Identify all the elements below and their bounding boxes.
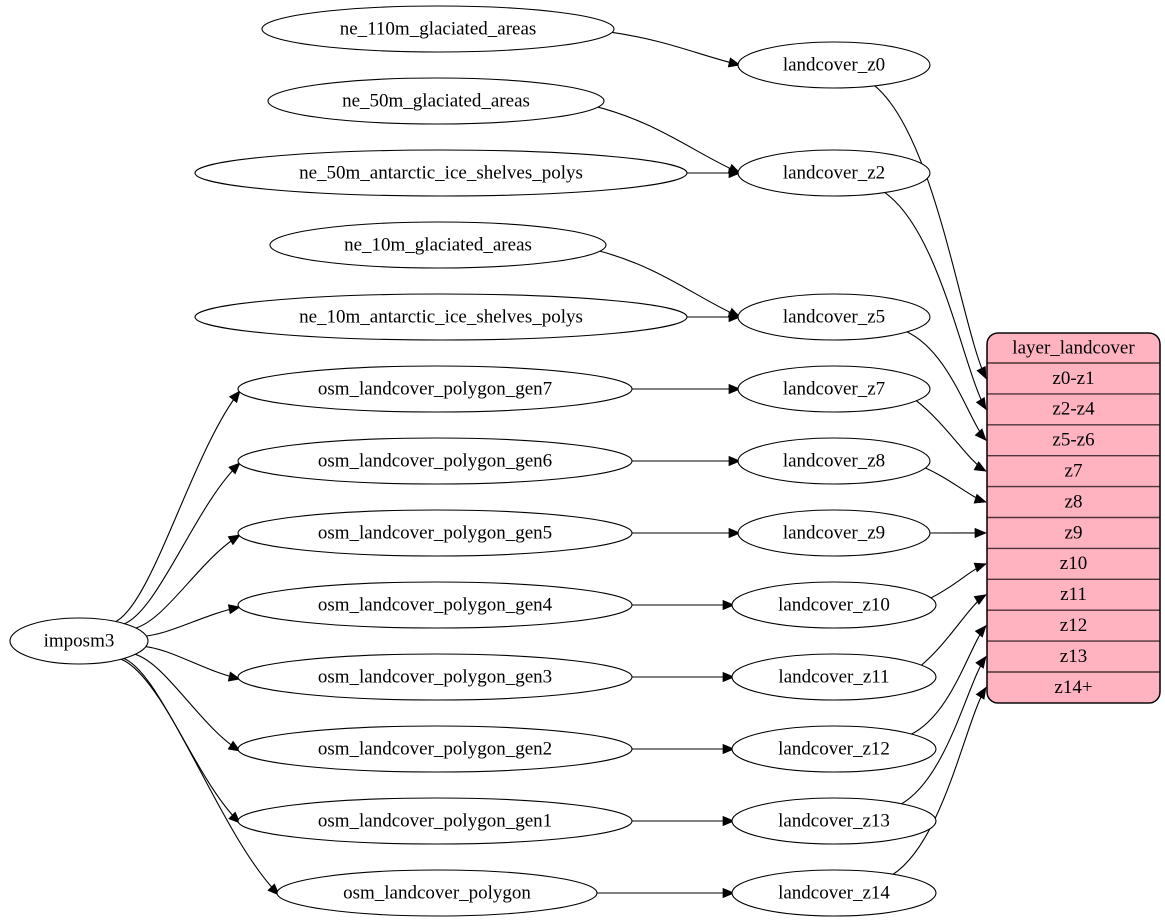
table-row-z12[interactable]: z12 [1060, 615, 1087, 636]
layer-landcover-table[interactable]: layer_landcover z0-z1 z2-z4 z5-z6 z7 z8 z9 z10 z… [986, 332, 1161, 704]
node-label: osm_landcover_polygon_gen4 [318, 594, 553, 615]
node-osm_landcover_polygon[interactable]: osm_landcover_polygon [276, 869, 598, 917]
edge-osm-to-landcover-5 [632, 743, 735, 755]
node-osm_landcover_polygon_gen3[interactable]: osm_landcover_polygon_gen3 [237, 653, 633, 701]
node-imposm3[interactable]: imposm3 [9, 617, 149, 665]
table-outline [986, 332, 1161, 704]
node-label: landcover_z7 [783, 378, 885, 399]
table-row-z14+[interactable]: z14+ [1054, 677, 1092, 698]
node-label: osm_landcover_polygon_gen1 [318, 810, 552, 831]
node-osm_landcover_polygon_gen5[interactable]: osm_landcover_polygon_gen5 [237, 509, 633, 557]
edge-landcover-to-table-5 [926, 527, 987, 539]
node-osm_landcover_polygon_gen4[interactable]: osm_landcover_polygon_gen4 [237, 581, 633, 629]
node-label: landcover_z10 [778, 594, 890, 615]
table-row-z9[interactable]: z9 [1065, 522, 1083, 543]
edge-imposm3-to-osm-2 [131, 534, 241, 630]
edge-osm-to-landcover-2 [632, 527, 741, 539]
node-label: landcover_z14 [778, 882, 890, 903]
node-label: ne_10m_antarctic_ice_shelves_polys [299, 306, 583, 327]
edge-osm-to-landcover-4 [632, 671, 735, 683]
edge-landcover-to-table-4 [922, 466, 987, 504]
node-label: landcover_z8 [783, 450, 885, 471]
edge-imposm3-to-osm-4 [140, 645, 241, 682]
table-row-z11[interactable]: z11 [1060, 584, 1087, 605]
node-ne_50m_glaciated_areas[interactable]: ne_50m_glaciated_areas [267, 77, 605, 125]
edge-landcover-to-table-8 [909, 624, 987, 736]
node-landcover_z7[interactable]: landcover_z7 [737, 365, 931, 413]
table-row-z5-z6[interactable]: z5-z6 [1052, 430, 1094, 451]
node-label: osm_landcover_polygon_gen5 [318, 522, 552, 543]
table-row-z10[interactable]: z10 [1060, 553, 1087, 574]
edge-landcover-to-table-0 [873, 84, 987, 380]
edge-landcover-to-table-1 [883, 191, 987, 411]
node-ne_110m_glaciated_areas[interactable]: ne_110m_glaciated_areas [261, 5, 615, 53]
table-row-z13[interactable]: z13 [1060, 646, 1087, 667]
node-landcover_z13[interactable]: landcover_z13 [731, 797, 937, 845]
edge-osm-to-landcover-0 [632, 383, 741, 395]
node-label: landcover_z0 [783, 54, 885, 75]
node-landcover_z9[interactable]: landcover_z9 [737, 509, 931, 557]
node-label: landcover_z12 [778, 738, 890, 759]
edge-imposm3-to-osm-5 [131, 652, 241, 752]
node-ne_10m_glaciated_areas[interactable]: ne_10m_glaciated_areas [269, 221, 607, 269]
node-label: landcover_z5 [783, 306, 885, 327]
node-osm_landcover_polygon_gen1[interactable]: osm_landcover_polygon_gen1 [237, 797, 633, 845]
edge-imposm3-to-osm-6 [120, 656, 241, 824]
table-row-z0-z1[interactable]: z0-z1 [1052, 368, 1094, 389]
node-label: landcover_z2 [783, 162, 885, 183]
edge-imposm3-to-osm-3 [141, 604, 241, 638]
node-label: ne_50m_antarctic_ice_shelves_polys [299, 162, 583, 183]
node-label: imposm3 [44, 630, 115, 651]
edge-landcover-to-table-2 [905, 330, 987, 441]
node-ne_10m_antarctic_ice_shelves_polys[interactable]: ne_10m_antarctic_ice_shelves_polys [194, 293, 688, 341]
node-osm_landcover_polygon_gen2[interactable]: osm_landcover_polygon_gen2 [237, 725, 633, 773]
node-landcover_z12[interactable]: landcover_z12 [731, 725, 937, 773]
edge-osm-to-landcover-3 [632, 599, 735, 611]
edge-imposm3-to-osm-0 [113, 390, 241, 624]
edge-landcover-to-table-3 [914, 399, 987, 472]
node-label: landcover_z13 [778, 810, 890, 831]
edge-osm-to-landcover-6 [632, 815, 735, 827]
node-label: landcover_z11 [778, 666, 889, 687]
node-label: landcover_z9 [783, 522, 885, 543]
edge-osm-to-landcover-1 [632, 455, 741, 467]
node-osm_landcover_polygon_gen6[interactable]: osm_landcover_polygon_gen6 [237, 437, 633, 485]
node-osm_landcover_polygon_gen7[interactable]: osm_landcover_polygon_gen7 [237, 365, 633, 413]
node-landcover_z11[interactable]: landcover_z11 [731, 653, 937, 701]
edge-imposm3-to-osm-1 [121, 462, 241, 626]
edge-ne-to-landcover-2 [687, 167, 741, 179]
edge-landcover-to-table-9 [900, 655, 987, 805]
node-landcover_z14[interactable]: landcover_z14 [731, 869, 937, 917]
edge-ne-to-landcover-4 [687, 311, 741, 323]
edge-landcover-to-table-10 [891, 686, 987, 876]
node-ne_50m_antarctic_ice_shelves_polys[interactable]: ne_50m_antarctic_ice_shelves_polys [194, 149, 688, 197]
table-row-z7[interactable]: z7 [1065, 461, 1083, 482]
node-landcover_z8[interactable]: landcover_z8 [737, 437, 931, 485]
table-row-z2-z4[interactable]: z2-z4 [1052, 399, 1095, 420]
node-landcover_z10[interactable]: landcover_z10 [731, 581, 937, 629]
edge-osm-to-landcover-7 [597, 887, 735, 899]
table-header-label: layer_landcover [1012, 337, 1135, 358]
edge-landcover-to-table-6 [928, 562, 987, 600]
node-label: osm_landcover_polygon_gen7 [318, 378, 552, 399]
nodes-layer: imposm3 ne_110m_glaciated_areas ne_50m_gla… [9, 5, 937, 917]
node-label: ne_50m_glaciated_areas [342, 90, 530, 111]
edge-imposm3-to-osm-7 [118, 657, 280, 896]
node-label: osm_landcover_polygon_gen6 [318, 450, 552, 471]
table-row-z8[interactable]: z8 [1065, 491, 1083, 512]
node-landcover_z2[interactable]: landcover_z2 [737, 149, 931, 197]
node-label: ne_110m_glaciated_areas [340, 18, 537, 39]
node-label: ne_10m_glaciated_areas [344, 234, 532, 255]
node-label: osm_landcover_polygon_gen2 [318, 738, 552, 759]
edge-landcover-to-table-7 [919, 594, 987, 667]
node-landcover_z5[interactable]: landcover_z5 [737, 293, 931, 341]
node-landcover_z0[interactable]: landcover_z0 [737, 41, 931, 89]
edge-ne-to-landcover-0 [607, 31, 741, 68]
node-label: osm_landcover_polygon_gen3 [318, 666, 552, 687]
edges-layer [113, 31, 987, 899]
node-label: osm_landcover_polygon [343, 882, 531, 903]
